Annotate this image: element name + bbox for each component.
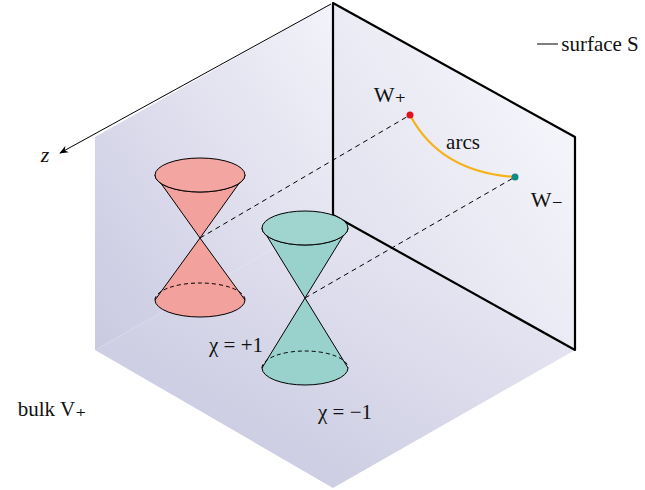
fermi-arc — [410, 115, 515, 177]
z-axis — [60, 4, 331, 153]
surface-label: surface S — [561, 33, 639, 56]
weyl-point — [407, 112, 414, 119]
leader-line — [537, 44, 558, 45]
chirality-label: χ = −1 — [318, 401, 372, 424]
cone-back-edge — [155, 283, 245, 300]
surface-wall — [333, 3, 575, 350]
weyl-point-label: W₋ — [531, 188, 563, 212]
weyl-point — [512, 174, 519, 181]
arc-label: arcs — [446, 131, 480, 154]
region-label: bulk V₊ — [18, 398, 86, 421]
chirality-label: χ = +1 — [209, 334, 263, 357]
surface-outline — [333, 3, 575, 350]
lower-cone — [262, 298, 348, 385]
cone-back-edge — [262, 351, 348, 368]
cone-top — [262, 211, 348, 245]
weyl-point-label: W₊ — [374, 83, 406, 107]
axis-label: z — [41, 143, 50, 167]
lower-cone — [155, 238, 245, 317]
cone-top — [155, 158, 245, 192]
